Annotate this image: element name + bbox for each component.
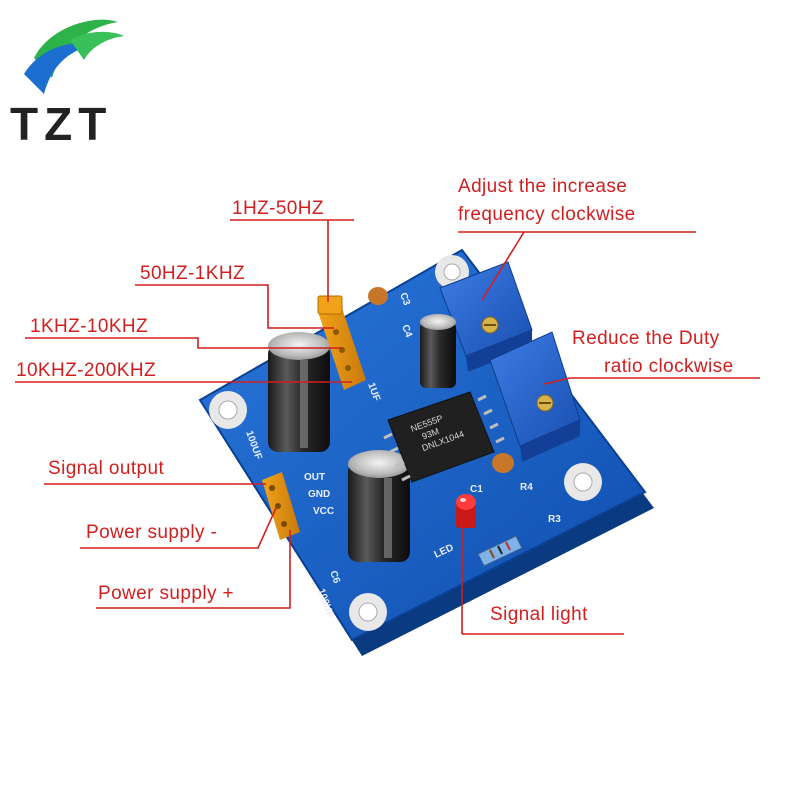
pin-label-out: OUT: [304, 472, 325, 483]
electrolytic-capacitor-small: [420, 314, 456, 388]
duty-potentiometer: [489, 331, 581, 462]
pin-label-vcc: VCC: [313, 506, 334, 517]
label-power-supply-plus: Power supply +: [98, 583, 234, 604]
label-adjust-frequency-line-1: Adjust the increase: [458, 176, 627, 197]
logo-swoosh-blue: [24, 43, 96, 94]
silk-c1: C1: [470, 484, 483, 495]
range-jumper-header: [317, 295, 366, 390]
electrolytic-capacitor-bottom: [348, 450, 410, 562]
annotation-labels: 1HZ-50HZ 50HZ-1KHZ 1KHZ-10KHZ 10KHZ-200K…: [16, 176, 734, 625]
label-50hz-1khz: 50HZ-1KHZ: [140, 263, 245, 284]
mounting-holes: [209, 255, 602, 631]
silk-c3: C3: [397, 291, 412, 307]
silk-c4: C4: [399, 323, 414, 339]
electrolytic-capacitor-left: [268, 332, 330, 452]
label-duty-ratio-line-1: Reduce the Duty: [572, 328, 720, 349]
resistor: [477, 535, 523, 567]
label-signal-light: Signal light: [490, 604, 588, 625]
label-adjust-frequency-line-2: frequency clockwise: [458, 204, 636, 225]
logo-swoosh-green-2: [70, 31, 124, 60]
brand-name: TZT: [10, 98, 112, 150]
pin-label-gnd: GND: [308, 489, 330, 500]
brand-logo: TZT: [10, 19, 124, 150]
label-1khz-10khz: 1KHZ-10KHZ: [30, 316, 148, 337]
label-power-supply-minus: Power supply -: [86, 522, 217, 543]
output-pin-header: [262, 472, 300, 540]
annotation-leader-lines: [15, 219, 760, 635]
ne555-chip: NE555P 93M DNLX1044: [383, 391, 505, 483]
signal-led: [456, 494, 476, 528]
label-signal-output: Signal output: [48, 458, 164, 479]
silk-c6: C6: [327, 569, 342, 585]
label-1hz-50hz: 1HZ-50HZ: [232, 198, 324, 219]
silk-r3: R3: [548, 514, 561, 525]
label-10khz-200khz: 10KHZ-200KHZ: [16, 360, 156, 381]
label-duty-ratio-line-2: ratio clockwise: [604, 356, 734, 377]
silk-r4: R4: [520, 482, 533, 493]
frequency-potentiometer: [439, 261, 533, 372]
ceramic-capacitors: [368, 287, 514, 473]
